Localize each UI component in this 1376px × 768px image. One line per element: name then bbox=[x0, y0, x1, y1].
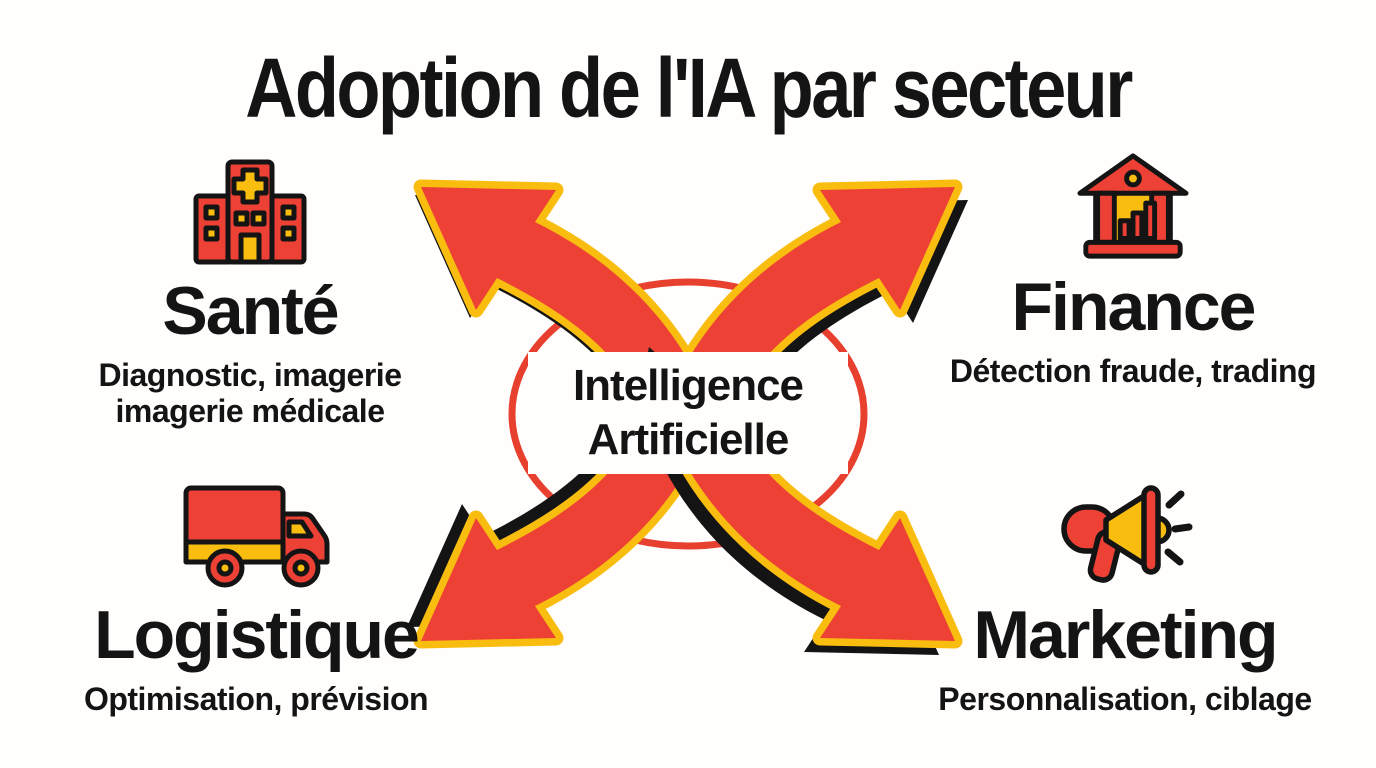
sector-marketing: Marketing Personnalisation, ciblage bbox=[925, 478, 1325, 718]
hospital-icon bbox=[60, 154, 440, 268]
sector-label-finance: Finance bbox=[1011, 269, 1257, 345]
center-ellipse-ring bbox=[508, 278, 868, 550]
bank-icon bbox=[943, 150, 1323, 264]
sector-description-marketing: Personnalisation, ciblage bbox=[938, 681, 1312, 718]
sector-label-logistique: Logistique bbox=[94, 597, 420, 673]
sector-description-sante: Diagnostic, imagerie imagerie médicale bbox=[98, 357, 402, 430]
page-title: Adoption de l'IA par secteur bbox=[245, 41, 1133, 135]
megaphone-icon bbox=[925, 478, 1325, 592]
sector-label-sante: Santé bbox=[162, 273, 339, 349]
sector-description-finance: Détection fraude, trading bbox=[949, 353, 1317, 390]
center-label: Intelligence Artificielle bbox=[572, 361, 804, 464]
sector-sante: Santé Diagnostic, imagerie imagerie médi… bbox=[60, 154, 440, 430]
center-label-box: Intelligence Artificielle bbox=[528, 352, 848, 474]
sector-finance: Finance Détection fraude, trading bbox=[943, 150, 1323, 390]
sector-label-marketing: Marketing bbox=[973, 597, 1278, 673]
sector-description-logistique: Optimisation, prévision bbox=[83, 681, 429, 718]
sector-logistique: Logistique Optimisation, prévision bbox=[56, 478, 456, 718]
truck-icon bbox=[56, 478, 456, 592]
